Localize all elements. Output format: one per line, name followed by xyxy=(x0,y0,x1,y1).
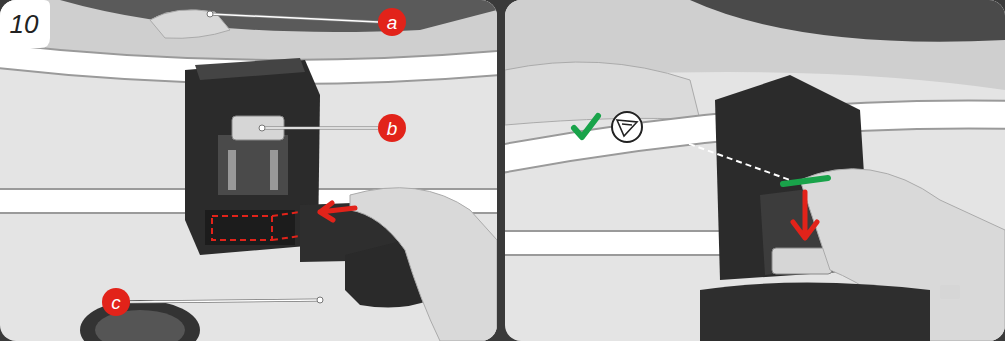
callout-letter: a xyxy=(387,13,398,32)
callout-letter: b xyxy=(387,119,398,138)
callout-letter: c xyxy=(111,293,121,312)
callout-circles xyxy=(102,8,406,316)
left-panel xyxy=(0,0,497,341)
leader-lines xyxy=(130,11,378,303)
step-badge xyxy=(0,0,50,48)
right-panel xyxy=(505,0,1005,341)
step-number: 10 xyxy=(10,11,39,37)
